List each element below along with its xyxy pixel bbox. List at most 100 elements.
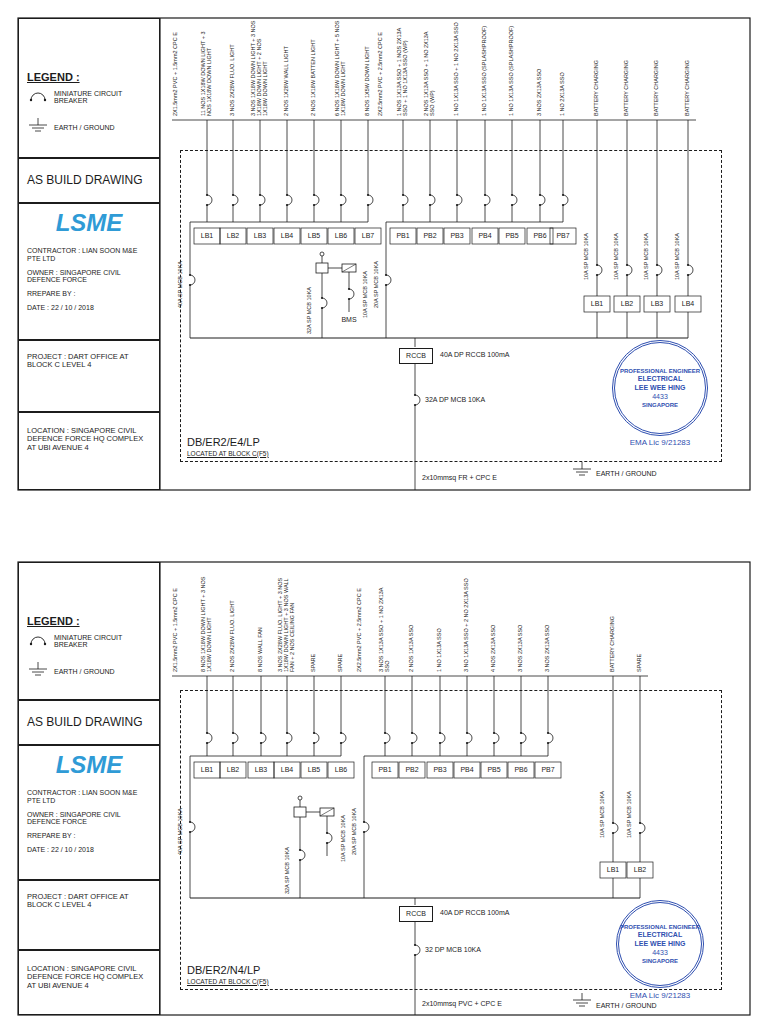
circuit-id: LB4 (281, 232, 293, 239)
breaker-symbol (403, 120, 408, 222)
earth-symbol (35, 675, 41, 676)
breaker-contact (466, 742, 468, 744)
breaker-rating: 20A SP MCB 10KA (374, 261, 380, 308)
circuit-cell (328, 762, 354, 778)
breaker-contact (206, 194, 208, 196)
breaker-symbol (368, 120, 373, 222)
rccb-rating: 40A DP RCCB 100mA (440, 909, 510, 916)
breaker-contact (429, 194, 431, 196)
legend-breaker-sample (44, 99, 46, 101)
breaker-rating: 10A SP MCB 10KA (627, 791, 633, 838)
group-busbar (190, 222, 368, 223)
location-text: LOCATION : SINGAPORE CIVIL DEFENCE FORCE… (27, 965, 151, 990)
breaker-contact (363, 831, 365, 833)
circuit-cell (247, 228, 273, 244)
circuit-cell (248, 762, 274, 778)
circuit-id: LB3 (254, 232, 266, 239)
sheet-frame (18, 562, 750, 1015)
circuit-load: 8 NOS 1X18W DOWN LIGHT + 3 NOS 1X18W DOW… (201, 576, 213, 672)
project-cell: PROJECT : DART OFFICE AT BLOCK C LEVEL 4 (18, 880, 160, 950)
breaker-contact (232, 194, 234, 196)
circuit-cell (499, 228, 525, 244)
stamp-text: PROFESSIONAL ENGINEER (620, 924, 700, 931)
stamp-text: ELECTRICAL (638, 375, 682, 383)
circuit-load: 4 NOS 2X13A SSO (491, 625, 497, 672)
circuit-load: 3 NOS 1X13A SSO + 1 NO 2X13A SSO (379, 576, 391, 672)
circuit-cell (220, 762, 246, 778)
contractor-text: OWNER : SINGAPORE CIVIL DEFENCE FORCE (27, 269, 151, 285)
circuit-cell (390, 228, 416, 244)
circuit-cell (220, 228, 246, 244)
breaker-contact (414, 394, 416, 396)
earth-symbol (576, 472, 588, 473)
legend-breaker-sample (44, 643, 46, 645)
breaker-contact (493, 742, 495, 744)
breaker-contact (456, 194, 458, 196)
breaker-contact (411, 742, 413, 744)
breaker-contact (286, 194, 288, 196)
breaker-contact (189, 284, 191, 286)
breaker-contact (547, 742, 549, 744)
asbuild-text: AS BUILD DRAWING (27, 174, 143, 187)
breaker-contact (189, 831, 191, 833)
group-busbar (190, 756, 341, 757)
breaker-contact (385, 284, 387, 286)
circuit-cell (274, 762, 300, 778)
wire (627, 312, 628, 338)
breaker-symbol (457, 120, 462, 222)
circuit-cell (535, 762, 561, 778)
cable-line (172, 120, 696, 121)
breaker-contact (402, 194, 404, 196)
breaker-contact (340, 204, 342, 206)
breaker-contact (286, 742, 288, 744)
circuit-cell (454, 762, 480, 778)
cable-spec: 2X2.5mm2 PVC + 2.5mm2 CPC E (378, 32, 384, 116)
breaker-contact (313, 194, 315, 196)
breaker-contact (520, 732, 522, 734)
circuit-cell (675, 296, 701, 312)
circuit-load: 2 NOS 1X13A SSO + 1 NO 2X13A SSO (WP) (424, 20, 436, 116)
breaker-symbol (386, 222, 391, 338)
project-text: PROJECT : DART OFFICE AT BLOCK C LEVEL 4 (27, 893, 151, 910)
group-busbar (386, 222, 563, 223)
breaker-contact (286, 732, 288, 734)
breaker-contact (562, 204, 564, 206)
circuit-load: 3 NOS 2X13A SSO (537, 69, 543, 116)
circuit-load: 2 NOS 1X18W BATTEN LIGHT (311, 39, 317, 116)
circuit-load: BATTERY CHARGING (594, 60, 600, 116)
breaker-contact (326, 832, 328, 834)
earth-symbol (579, 1006, 585, 1007)
circuit-id: LB2 (634, 866, 646, 873)
breaker-contact (639, 832, 641, 834)
incoming-cable: 2x10mmsq PVC + CPC E (422, 1000, 502, 1007)
contractor-text: CONTRACTOR : LIAN SOON M&E PTE LTD (27, 789, 151, 805)
breaker-symbol (521, 676, 526, 756)
breaker-symbol (412, 676, 417, 756)
circuit-cell (481, 762, 507, 778)
wire (657, 312, 658, 338)
breaker-symbol (190, 222, 195, 338)
breaker-contact (539, 204, 541, 206)
circuit-id: PB7 (541, 766, 554, 773)
circuit-cell (301, 762, 327, 778)
breaker-contact (562, 194, 564, 196)
circuit-cell (584, 296, 610, 312)
title-cell: AS BUILD DRAWING (18, 158, 160, 203)
wire (322, 256, 323, 263)
breaker-contact (321, 297, 323, 299)
circuit-id: LB5 (308, 766, 320, 773)
breaker-rating: 10A SP MCB 10KA (341, 815, 347, 862)
circuit-id: LB4 (281, 766, 293, 773)
stamp-text: LEE WEE HING (635, 384, 686, 392)
legend-text: EARTH / GROUND (54, 124, 115, 131)
contractor-text: LSME (27, 210, 151, 237)
location-text: LOCATION : SINGAPORE CIVIL DEFENCE FORCE… (27, 427, 151, 452)
breaker-symbol (540, 120, 545, 222)
breaker-symbol (207, 120, 212, 222)
breaker-symbol (415, 921, 420, 1015)
circuit-load: 2 NOS 1X13A SSO (409, 625, 415, 672)
circuit-id: PB1 (396, 232, 409, 239)
circuit-load: BATTERY CHARGING (654, 60, 660, 116)
circuit-load: 3 NOS 2X28W FLUO. LIGHT + 3 NOS 1X18W DO… (278, 576, 295, 672)
breaker-contact (260, 742, 262, 744)
